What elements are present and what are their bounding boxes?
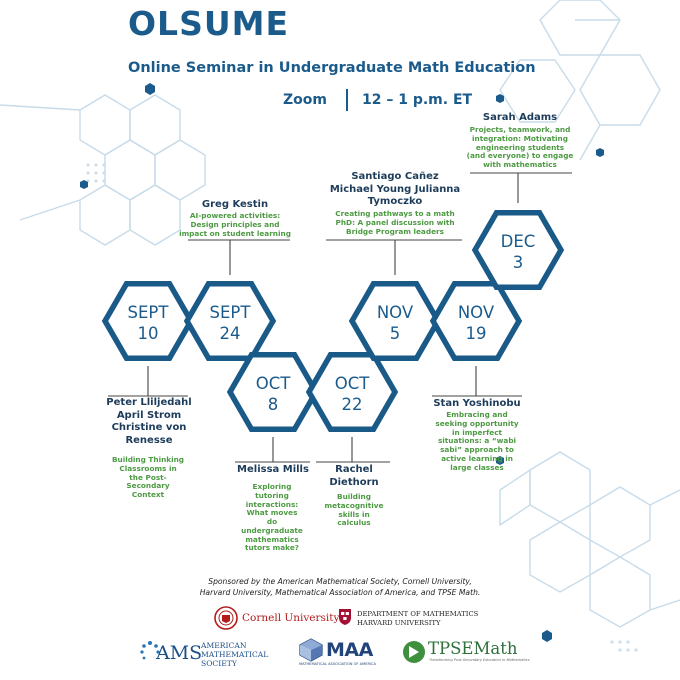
maa-logo-short: MAA — [326, 639, 373, 661]
page-subtitle: Online Seminar in Undergraduate Math Edu… — [128, 60, 536, 76]
date-month-label: DEC — [501, 232, 536, 251]
date-hexagon-oct-8 — [226, 352, 320, 432]
ams-logo-short: AMS — [156, 642, 203, 664]
harvard-logo-text: DEPARTMENT OF MATHEMATICS HARVARD UNIVER… — [357, 610, 479, 627]
maa-logo-full: MATHEMATICAL ASSOCIATION OF AMERICA — [299, 662, 376, 666]
talk-description-oct-22: Building metacognitive skills in calculu… — [324, 492, 384, 528]
date-day-label: 3 — [513, 253, 524, 272]
date-hexagon-dec-3 — [471, 210, 565, 290]
speaker-names-nov-19: Stan Yoshinobu — [433, 398, 521, 409]
speaker-names-dec-3: Sarah Adams — [482, 112, 558, 123]
speaker-names-oct-22: Rachel Diethorn — [329, 464, 379, 488]
header-divider — [346, 89, 348, 111]
talk-description-sept-10: Building Thinking Classrooms in the Post… — [111, 455, 185, 499]
date-day-label: 8 — [268, 395, 279, 414]
harvard-shield-icon — [339, 609, 351, 625]
date-month-label: OCT — [335, 374, 371, 393]
date-month-label: OCT — [256, 374, 292, 393]
speaker-names-sept-10: Peter Lliljedahl April Strom Christine v… — [106, 397, 192, 446]
speaker-names-sept-24: Greg Kestin — [201, 199, 269, 210]
page-title: OLSUME — [128, 4, 290, 43]
date-hexagon-nov-5 — [348, 281, 442, 361]
date-month-label: SEPT — [210, 303, 252, 322]
date-hexagon-sept-10 — [101, 281, 195, 361]
date-day-label: 22 — [342, 395, 363, 414]
talk-description-oct-8: Exploring tutoring interactions: What mo… — [241, 482, 303, 553]
time-label: 12 – 1 p.m. ET — [362, 92, 473, 108]
date-day-label: 19 — [466, 324, 487, 343]
platform-label: Zoom — [283, 92, 327, 108]
speaker-names-oct-8: Melissa Mills — [237, 464, 309, 475]
sponsor-statement: Sponsored by the American Mathematical S… — [199, 577, 481, 597]
cornell-logo-text: Cornell University — [242, 612, 340, 624]
maa-polyhedron-icon — [299, 638, 323, 662]
speaker-names-nov-5: Santiago Cañez Michael Young Julianna Ty… — [329, 171, 461, 207]
date-day-label: 5 — [390, 324, 401, 343]
ams-logo-icon — [140, 641, 160, 660]
talk-description-sept-24: AI-powered activities: Design principles… — [179, 211, 291, 238]
date-month-label: SEPT — [128, 303, 170, 322]
date-month-label: NOV — [377, 303, 414, 322]
talk-description-nov-19: Embracing and seeking opportunity in imp… — [435, 410, 519, 472]
tpse-tagline: Transforming Post-Secondary Education in… — [429, 658, 530, 662]
talk-description-nov-5: Creating pathways to a math PhD: A panel… — [335, 209, 455, 236]
date-month-label: NOV — [458, 303, 495, 322]
talk-description-dec-3: Projects, teamwork, and integration: Mot… — [466, 125, 574, 169]
cornell-seal-icon — [214, 606, 238, 630]
tpse-arrow-icon — [403, 641, 425, 663]
tpse-logo-text: TPSEMath — [428, 639, 518, 658]
ams-logo-full: AMERICAN MATHEMATICAL SOCIETY — [201, 641, 269, 669]
date-day-label: 24 — [220, 324, 241, 343]
date-day-label: 10 — [138, 324, 159, 343]
